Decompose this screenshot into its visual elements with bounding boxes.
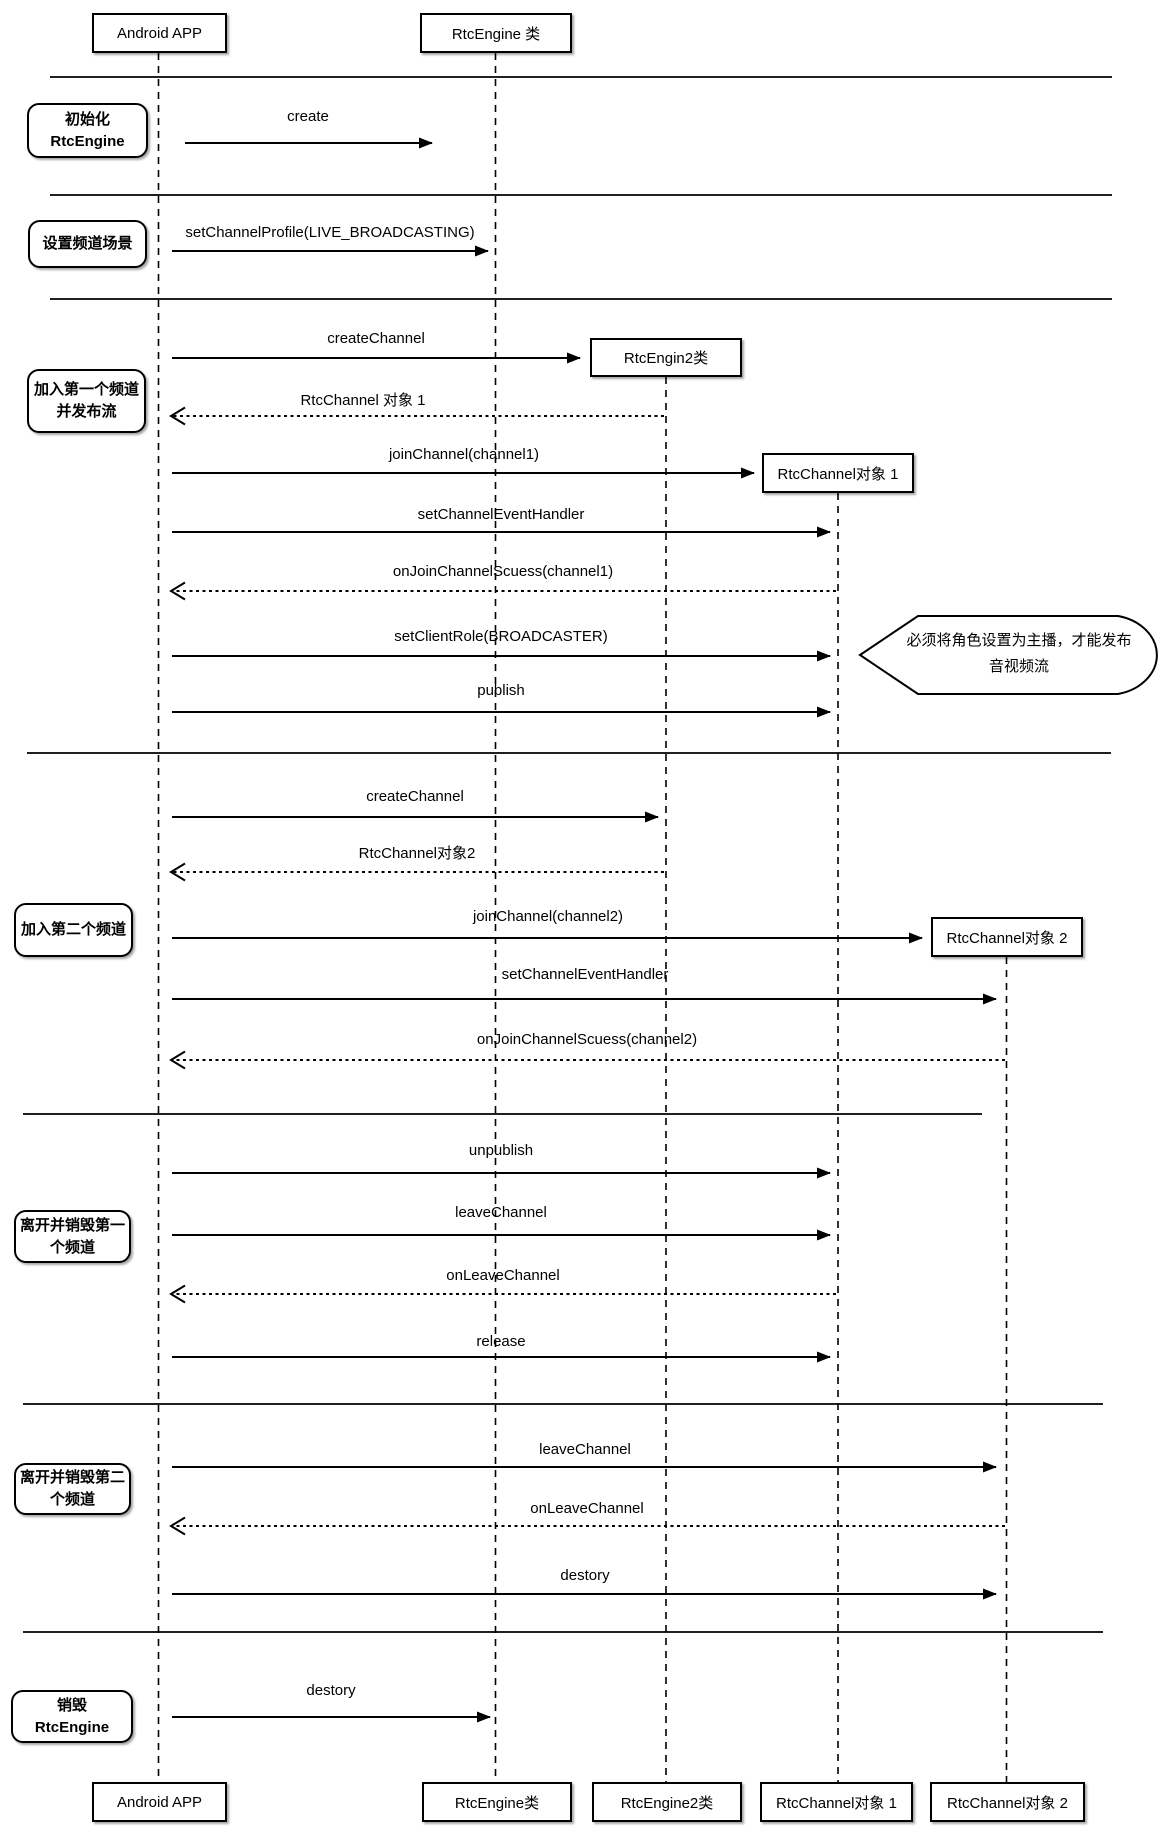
- message-label-release: release: [476, 1333, 526, 1350]
- message-label-leavechannel-1: leaveChannel: [455, 1204, 547, 1221]
- message-label-setchanneleventhandler-1: setChannelEventHandler: [417, 506, 585, 523]
- participant-created-rtcchannel2: RtcChannel对象 2: [931, 917, 1083, 957]
- message-label-onleavechannel-2: onLeaveChannel: [530, 1500, 644, 1517]
- message-label-publish: publish: [477, 682, 525, 699]
- message-label-setchannelprofile: setChannelProfile(LIVE_BROADCASTING): [185, 224, 475, 241]
- participant-bottom-rtcchannel2: RtcChannel对象 2: [930, 1782, 1085, 1822]
- participant-bottom-rtcengine: RtcEngine类: [422, 1782, 572, 1822]
- message-label-leavechannel-2: leaveChannel: [539, 1441, 631, 1458]
- participant-bottom-rtcchannel1: RtcChannel对象 1: [760, 1782, 913, 1822]
- section-label-leave-destroy-second: 离开并销毁第二 个频道: [14, 1463, 131, 1515]
- message-label-create: create: [287, 108, 329, 125]
- section-label-set-channel-profile: 设置频道场景: [28, 220, 147, 268]
- participant-bottom-android-app: Android APP: [92, 1782, 227, 1822]
- section-label-join-second-channel: 加入第二个频道: [14, 903, 133, 957]
- message-label-onjoinchannelscuess-1: onJoinChannelScuess(channel1): [392, 563, 614, 580]
- participant-created-rtcchannel1: RtcChannel对象 1: [762, 453, 914, 493]
- message-label-setchanneleventhandler-2: setChannelEventHandler: [501, 966, 669, 983]
- message-label-destory-2: destory: [306, 1682, 356, 1699]
- message-label-onjoinchannelscuess-2: onJoinChannelScuess(channel2): [476, 1031, 698, 1048]
- message-label-unpublish: unpublish: [468, 1142, 534, 1159]
- note-text: 必须将角色设置为主播，才能发布 音视频流: [906, 632, 1132, 675]
- message-label-rtcchannel-obj2: RtcChannel对象2: [358, 845, 476, 862]
- note-callout-shape: [858, 615, 1158, 695]
- section-label-destroy-rtcengine: 销毁 RtcEngine: [11, 1690, 133, 1743]
- message-label-createchannel-1: createChannel: [327, 330, 425, 347]
- message-label-rtcchannel-obj1: RtcChannel 对象 1: [300, 392, 426, 409]
- message-label-onleavechannel-1: onLeaveChannel: [446, 1267, 560, 1284]
- participant-top-rtcengine: RtcEngine 类: [420, 13, 572, 53]
- section-label-join-first-channel: 加入第一个频道 并发布流: [27, 369, 146, 433]
- participant-top-android-app: Android APP: [92, 13, 227, 53]
- message-label-destory-1: destory: [560, 1567, 610, 1584]
- participant-created-rtcengine2: RtcEngin2类: [590, 338, 742, 377]
- section-label-init-rtcengine: 初始化 RtcEngine: [27, 103, 148, 158]
- participant-bottom-rtcengine2: RtcEngine2类: [592, 1782, 742, 1822]
- section-label-leave-destroy-first: 离开并销毁第一 个频道: [14, 1210, 131, 1263]
- message-label-createchannel-2: createChannel: [366, 788, 464, 805]
- message-label-joinchannel-1: joinChannel(channel1): [388, 446, 540, 463]
- message-label-joinchannel-2: joinChannel(channel2): [472, 908, 624, 925]
- message-label-setclientrole: setClientRole(BROADCASTER): [394, 628, 608, 645]
